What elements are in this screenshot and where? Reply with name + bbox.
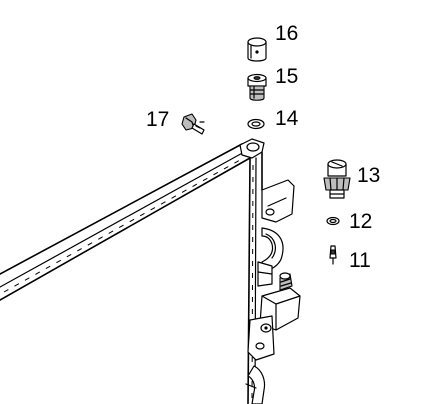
part-14-o-ring	[247, 118, 265, 130]
callout-16: 16	[275, 22, 298, 45]
receiver-pipe	[257, 227, 284, 287]
part-11-core	[329, 245, 337, 265]
callout-14: 14	[275, 107, 299, 130]
part-16-cap	[247, 37, 267, 62]
callout-15: 15	[275, 65, 298, 88]
callout-17: 17	[146, 108, 169, 131]
part-12-o-ring	[326, 216, 340, 226]
part-15-valve	[247, 73, 267, 101]
callout-12: 12	[349, 210, 372, 233]
callout-13: 13	[357, 164, 380, 187]
pressure-block	[247, 272, 301, 361]
condenser-frame	[0, 138, 265, 404]
mounting-bracket	[261, 179, 295, 223]
part-17-bolt	[181, 113, 205, 135]
bottom-pipe	[245, 365, 266, 404]
callout-11: 11	[349, 249, 371, 272]
part-13-switch	[323, 159, 351, 199]
